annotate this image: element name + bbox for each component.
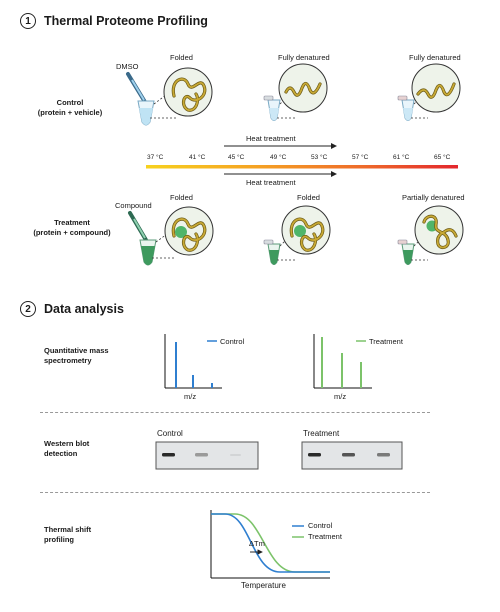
divider-1 (40, 412, 430, 413)
heat-treatment-label-top: Heat treatment (246, 134, 296, 143)
wb-control-band-3 (230, 454, 241, 456)
treatment-tube-icon-3 (397, 239, 415, 265)
temp-tick-57: 57 °C (352, 154, 369, 161)
section-2-title: Data analysis (44, 302, 124, 316)
treatment-label-line1: Treatment (54, 218, 90, 227)
control-state-3: Fully denatured (409, 53, 461, 62)
tsp-legend-control: Control (308, 521, 333, 530)
treatment-label-line2: (protein + compound) (33, 228, 111, 238)
wb-treatment-title: Treatment (303, 429, 340, 438)
step-2-badge: 2 (20, 301, 36, 317)
wb-control-title: Control (157, 429, 183, 438)
tsp-label: Thermal shift profiling (44, 525, 91, 545)
wb-label-line1: Western blot (44, 439, 90, 448)
tpp-illustration (126, 63, 464, 266)
temp-tick-49: 49 °C (270, 154, 287, 161)
temp-tick-37: 37 °C (147, 154, 164, 161)
step-1-badge: 1 (20, 13, 36, 29)
temperature-gradient-bar (146, 165, 458, 169)
ms-label-line2: spectrometry (44, 356, 92, 366)
ms-control-legend: Control (220, 337, 245, 346)
treatment-state-2: Folded (297, 193, 320, 202)
compound-label: Compound (115, 201, 152, 210)
control-tube-icon-1 (137, 100, 155, 126)
treatment-tube-icon-2 (263, 239, 281, 265)
temp-tick-65: 65 °C (434, 154, 451, 161)
temp-tick-45: 45 °C (228, 154, 245, 161)
tsp-delta-label: ΔTm (249, 539, 265, 548)
tsp-label-line1: Thermal shift (44, 525, 92, 534)
wb-treatment-band-1 (308, 453, 321, 457)
wb-treatment-band-2 (342, 453, 355, 457)
ms-treatment-xlabel: m/z (334, 392, 347, 401)
control-tube-icon-3 (397, 95, 415, 121)
ms-control-xlabel: m/z (184, 392, 197, 401)
step-1-number: 1 (25, 15, 31, 27)
control-label-line1: Control (56, 98, 84, 107)
folded-protein-ligand-icon-1 (164, 206, 214, 256)
ms-treatment-plot (313, 334, 372, 389)
treatment-state-3: Partially denatured (402, 193, 465, 202)
temp-tick-61: 61 °C (393, 154, 410, 161)
control-state-1: Folded (170, 53, 193, 62)
denatured-protein-icon-control-1 (278, 63, 328, 113)
control-label-line2: (protein + vehicle) (37, 108, 103, 118)
dmso-label: DMSO (116, 62, 139, 71)
control-tube-icon-2 (263, 95, 281, 121)
ms-control-plot (164, 334, 222, 389)
section-1-title: Thermal Proteome Profiling (44, 14, 208, 28)
control-row-label: Control (protein + vehicle) (20, 98, 120, 118)
control-state-2: Fully denatured (278, 53, 330, 62)
wb-control-band-1 (162, 453, 175, 457)
wb-treatment-blot (301, 441, 403, 470)
temp-tick-53: 53 °C (311, 154, 328, 161)
divider-2 (40, 492, 430, 493)
treatment-state-1: Folded (170, 193, 193, 202)
partially-denatured-protein-icon (414, 205, 464, 255)
ms-treatment-legend: Treatment (369, 337, 403, 346)
folded-protein-icon-control (163, 67, 213, 117)
temp-tick-41: 41 °C (189, 154, 206, 161)
treatment-row-label: Treatment (protein + compound) (22, 218, 122, 238)
wb-control-band-2 (195, 453, 208, 457)
ms-label-line1: Quantitative mass (44, 346, 109, 355)
tsp-legend-treatment: Treatment (308, 532, 342, 541)
dmso-pipette-icon (126, 72, 147, 104)
wb-control-blot (155, 441, 259, 470)
treatment-tube-icon-1 (139, 239, 157, 266)
tsp-label-line2: profiling (44, 535, 74, 545)
heat-treatment-label-bottom: Heat treatment (246, 178, 296, 187)
wb-label-line2: detection (44, 449, 78, 459)
folded-protein-ligand-icon-2 (281, 205, 331, 255)
compound-pipette-icon (128, 211, 148, 242)
tsp-xlabel: Temperature (241, 581, 286, 590)
wb-treatment-band-3 (377, 453, 390, 457)
wb-label: Western blot detection (44, 439, 89, 459)
ms-label: Quantitative mass spectrometry (44, 346, 109, 366)
denatured-protein-icon-control-2 (411, 63, 461, 113)
step-2-number: 2 (25, 303, 31, 315)
